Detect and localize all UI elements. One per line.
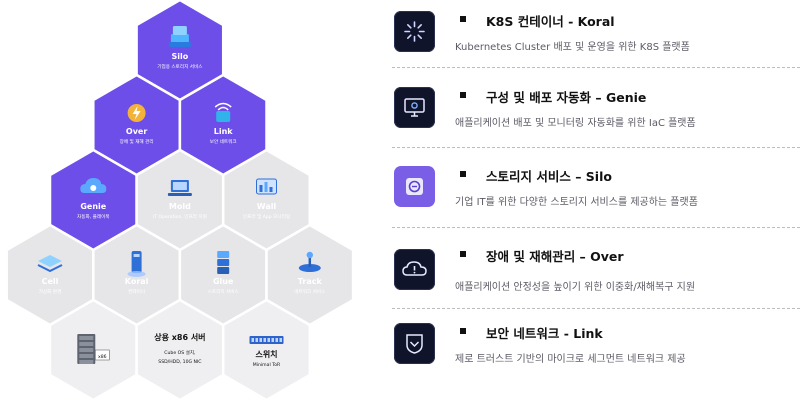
product-list: K8S 컨테이너 - Koral Kubernetes Cluster 배포 및… <box>392 0 800 408</box>
x86-label: x86 <box>98 354 107 360</box>
hex-subtitle: SSD/HDD, 10G NIC <box>158 359 201 365</box>
hex-subtitle: 컨테이너 <box>128 288 145 295</box>
divider <box>392 227 800 228</box>
item-description: 제로 트러스트 기반의 마이크로 세그먼트 네트워크 제공 <box>455 354 686 365</box>
hex-subtitle: 가상화 환경 <box>39 288 62 295</box>
divider <box>392 308 800 309</box>
shield-icon <box>394 323 435 364</box>
hex-title: Wall <box>257 202 277 211</box>
item-title: 장애 및 재해관리 – Over <box>486 249 624 264</box>
hex-subtitle: 네트워크 서비스 <box>294 288 325 295</box>
list-item-silo: 스토리지 서비스 – Silo 기업 IT를 위한 다양한 스토리지 서비스를 … <box>392 160 800 242</box>
item-title: 보안 네트워크 - Link <box>486 326 603 341</box>
item-title: K8S 컨테이너 - Koral <box>486 14 615 29</box>
lightning-cloud-icon <box>127 104 146 122</box>
item-description: 기업 IT를 위한 다양한 스토리지 서비스를 제공하는 플랫폼 <box>455 197 698 208</box>
layers-icon <box>37 255 63 273</box>
bullet <box>460 251 466 257</box>
hex-subtitle: Minimal ToR <box>253 362 281 368</box>
laptop-icon <box>167 180 192 196</box>
hex-server: 상용 x86 서버 Cube OS 설치, SSD/HDD, 10G NIC <box>135 298 225 402</box>
hex-tile <box>221 298 312 402</box>
network-switch-icon <box>249 336 284 344</box>
divider <box>392 147 800 148</box>
item-title: 구성 및 배포 자동화 – Genie <box>486 90 647 105</box>
list-item-koral: K8S 컨테이너 - Koral Kubernetes Cluster 배포 및… <box>392 0 800 82</box>
hex-subtitle: Cube OS 설치, <box>164 349 196 356</box>
item-description: 애플리케이션 안정성을 높이기 위한 이중화/재해복구 지원 <box>455 282 696 293</box>
cloud-gear-icon <box>80 178 107 193</box>
item-description: 애플리케이션 배포 및 모니터링 자동화를 위한 IaC 플랫폼 <box>455 118 696 129</box>
hex-title: 상용 x86 서버 <box>154 332 205 342</box>
bullet <box>460 92 466 98</box>
storage-icon <box>394 166 435 207</box>
bullet <box>460 16 466 22</box>
hex-subtitle: IT Operation, 인프라 지원 <box>153 213 207 220</box>
hex-title: Glue <box>213 277 234 286</box>
hex-title: Koral <box>125 277 149 286</box>
product-hex-diagram: Silo 기업용 스토리지 서비스 Over 장애 및 재해 관리 Link 보안 네트워… <box>5 0 355 402</box>
hex-cell: Cell 가상화 환경 <box>5 223 95 327</box>
spinner-icon <box>394 11 435 52</box>
hex-subtitle: 보안 네트워크 <box>210 138 237 145</box>
hex-link: Link 보안 네트워크 <box>178 73 268 177</box>
hex-title: Mold <box>169 202 191 211</box>
monitor-gear-icon <box>394 87 435 128</box>
hex-title: Genie <box>80 202 106 211</box>
hex-subtitle: 장애 및 재해 관리 <box>120 138 154 145</box>
container-icon <box>127 251 146 277</box>
hex-subtitle: 스토리지 서비스 <box>208 288 239 295</box>
cloud-alert-icon <box>394 249 435 290</box>
wifi-lock-icon <box>214 102 232 122</box>
divider <box>392 67 800 68</box>
joystick-icon <box>298 251 321 272</box>
item-description: Kubernetes Cluster 배포 및 운영을 위한 K8S 플랫폼 <box>455 42 690 53</box>
hex-subtitle: 자동화, 플래이북 <box>77 213 110 220</box>
hex-switch: 스위치 Minimal ToR <box>221 298 312 402</box>
hex-title: Over <box>126 127 147 136</box>
list-item-genie: 구성 및 배포 자동화 – Genie 애플리케이션 배포 및 모니터링 자동화… <box>392 80 800 162</box>
hex-title: Link <box>214 127 234 136</box>
hex-title: Silo <box>172 52 189 61</box>
list-item-link: 보안 네트워크 - Link 제로 트러스트 기반의 마이크로 세그먼트 네트워… <box>392 318 800 400</box>
bullet <box>460 328 466 334</box>
hex-subtitle: 기업용 스토리지 서비스 <box>157 63 202 70</box>
hex-title: Cell <box>42 277 59 286</box>
storage-blocks-icon <box>217 251 230 274</box>
server-stack-icon <box>168 26 191 47</box>
hex-subtitle: 인프라 및 App 모니터링 <box>243 213 290 220</box>
item-title: 스토리지 서비스 – Silo <box>486 169 612 184</box>
dashboard-icon <box>256 178 277 195</box>
server-rack-icon <box>77 334 110 364</box>
hex-title: Track <box>298 277 323 286</box>
bullet <box>460 171 466 177</box>
list-item-over: 장애 및 재해관리 – Over 애플리케이션 안정성을 높이기 위한 이중화/… <box>392 240 800 322</box>
hex-title: 스위치 <box>255 349 277 359</box>
